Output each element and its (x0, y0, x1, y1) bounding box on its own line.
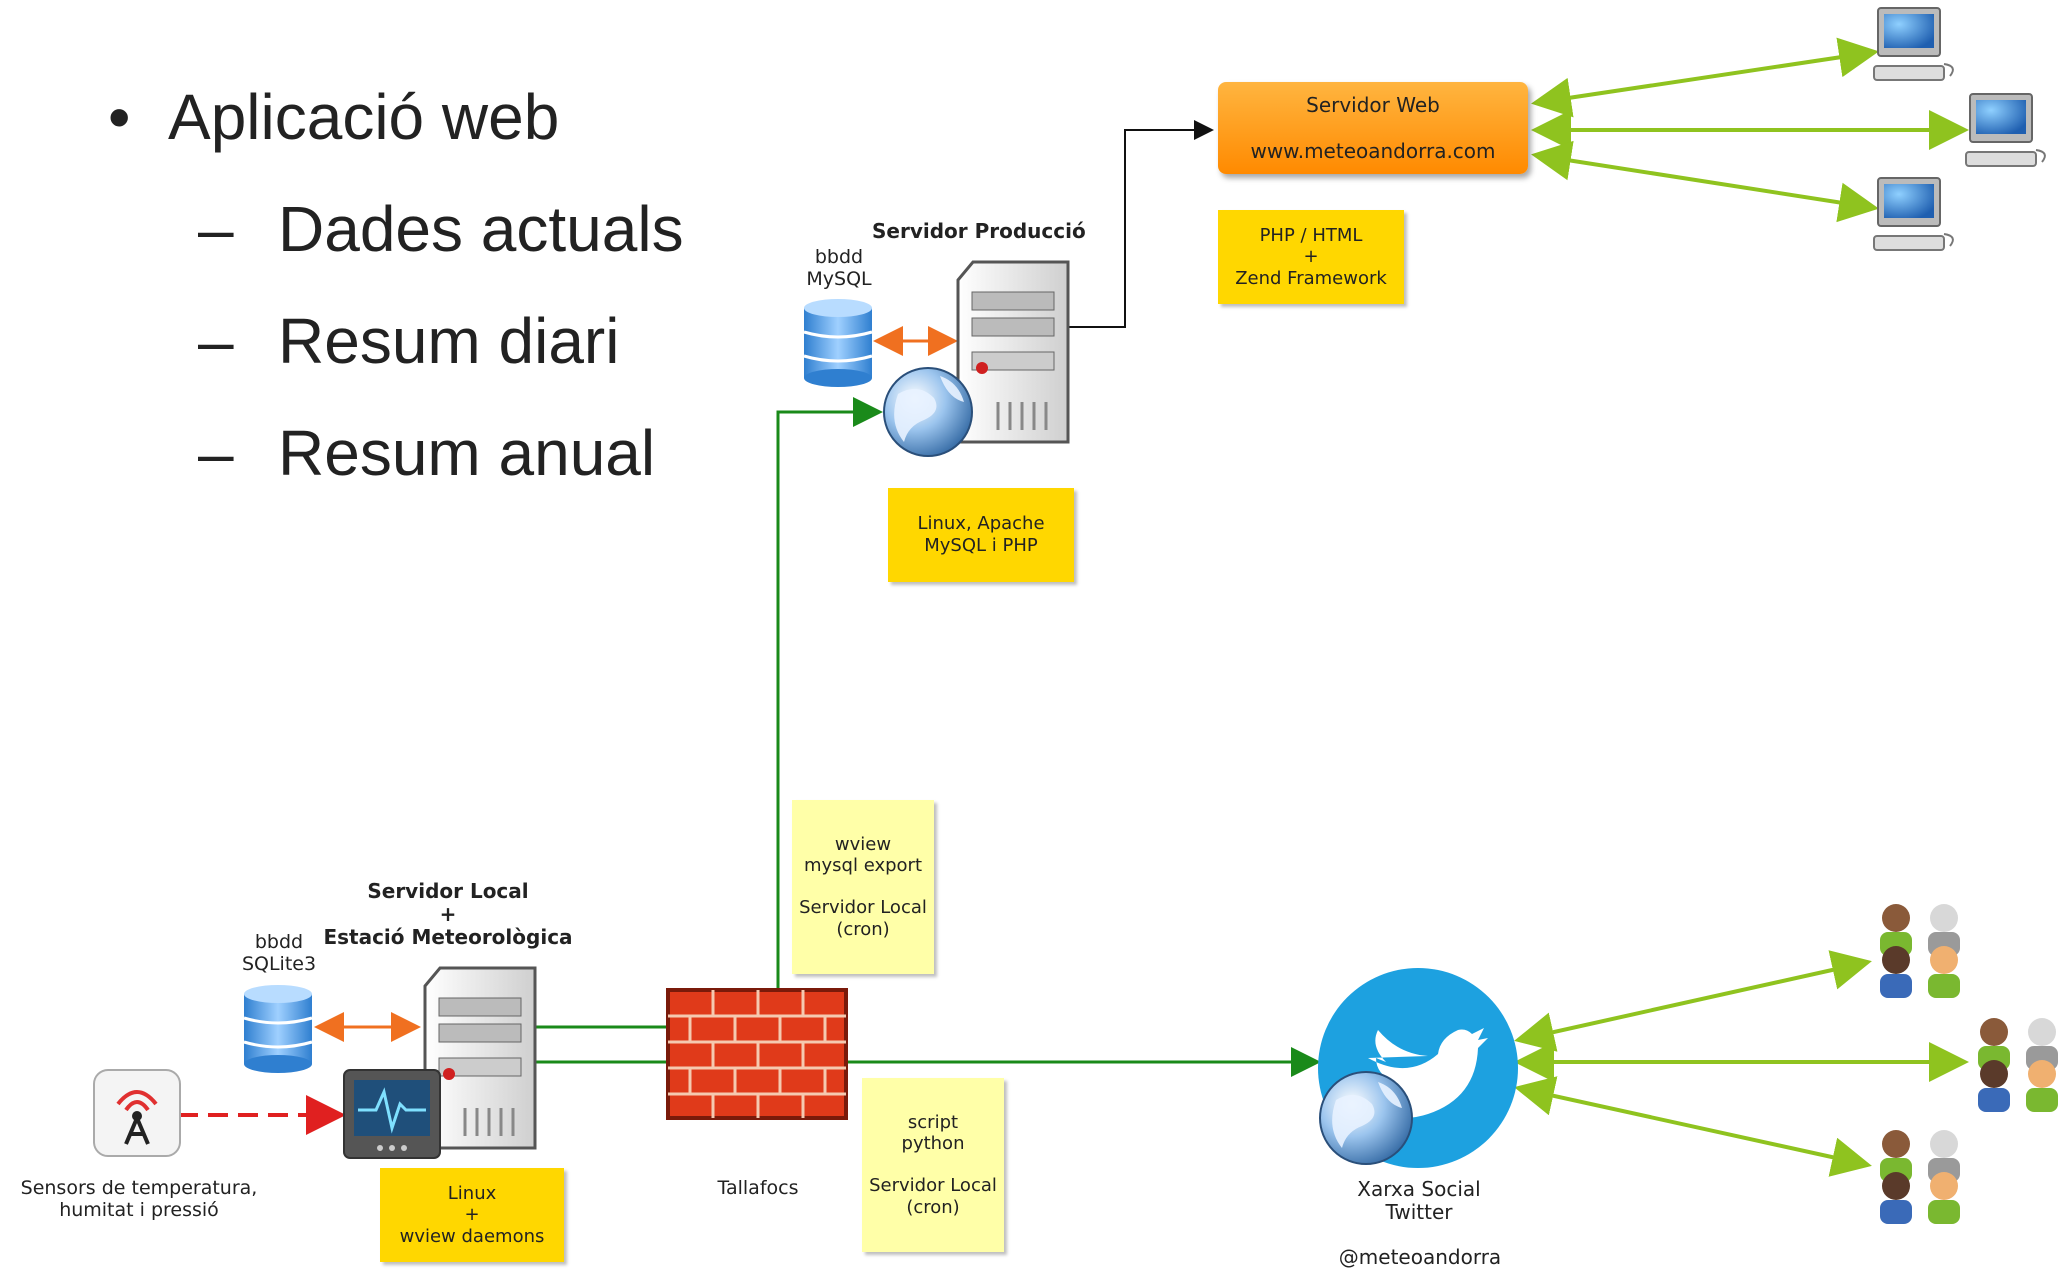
globe-icon (883, 367, 973, 457)
web-server-node: Servidor Web www.meteoandorra.com (1218, 82, 1528, 174)
sensors-label: Sensors de temperatura, humitat i pressi… (20, 1177, 258, 1221)
client-arrows (1514, 37, 1969, 1177)
database-icon (243, 985, 313, 1073)
computer-icon (1873, 7, 1954, 81)
bullet-main: •Aplicació web (108, 81, 560, 153)
local-server-note: Linux + wview daemons (380, 1168, 564, 1262)
computer-icon (1965, 93, 2046, 167)
users-icon (1880, 904, 1960, 998)
web-server-title: Servidor Web (1306, 93, 1440, 117)
twitter-handle: @meteoandorra (1338, 1245, 1502, 1269)
export-note: wview mysql export Servidor Local (cron) (792, 800, 934, 974)
script-note: script python Servidor Local (cron) (862, 1078, 1004, 1252)
users-icon (1978, 1018, 2058, 1112)
globe-icon (1319, 1071, 1413, 1165)
antenna-icon (93, 1069, 181, 1157)
computer-icon (1873, 177, 1954, 251)
server-icon (423, 966, 537, 1150)
local-to-prod-arrow (530, 397, 883, 1029)
firewall-icon (666, 988, 848, 1120)
prod-to-web-arrow (1065, 120, 1214, 328)
firewall-label: Tallafocs (717, 1177, 799, 1199)
sqlite-db-label: bbdd SQLite3 (241, 931, 317, 975)
prod-server-title: Servidor Producció (872, 219, 1086, 243)
bullet-item-2: –Resum diari (198, 305, 620, 377)
users-icon (1880, 1130, 1960, 1224)
prod-server-note: Linux, Apache MySQL i PHP (888, 488, 1074, 582)
twitter-label: Xarxa Social Twitter (1357, 1177, 1481, 1224)
web-server-note: PHP / HTML + Zend Framework (1218, 210, 1404, 304)
mysql-db-label: bbdd MySQL (806, 246, 872, 290)
server-icon (956, 260, 1070, 444)
web-server-url: www.meteoandorra.com (1250, 139, 1496, 163)
monitor-icon (343, 1069, 441, 1159)
database-icon (803, 299, 873, 387)
bullet-item-1: –Dades actuals (198, 193, 684, 265)
local-server-title: Servidor Local + Estació Meteorològica (323, 879, 573, 949)
bullet-item-3: –Resum anual (198, 417, 656, 489)
